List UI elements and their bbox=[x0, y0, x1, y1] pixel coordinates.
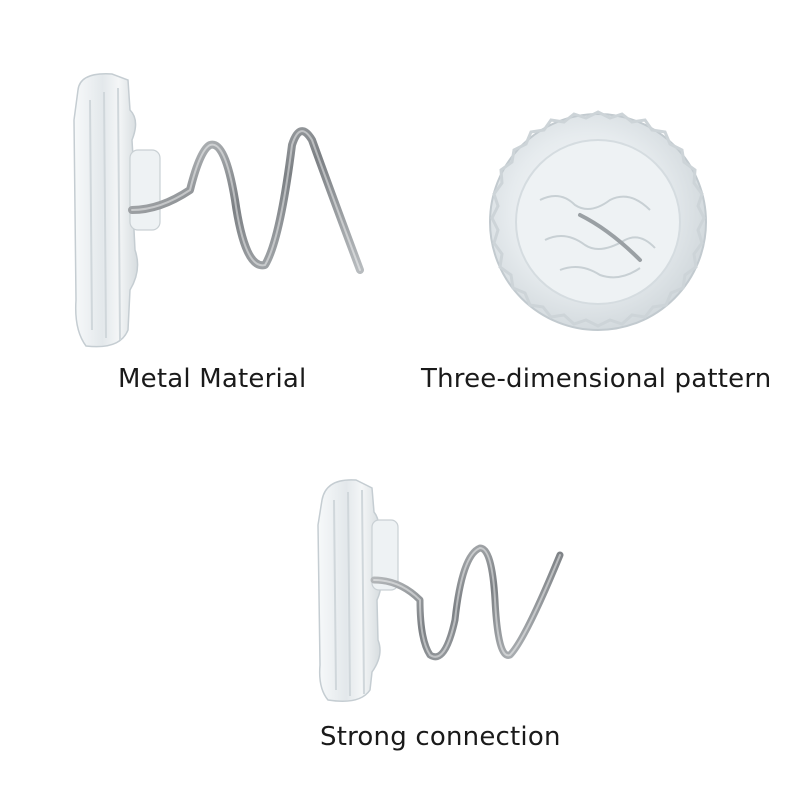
caption-metal-material: Metal Material bbox=[118, 364, 307, 394]
caption-strong-connection: Strong connection bbox=[320, 722, 561, 752]
pattern-disc-front-view bbox=[489, 110, 707, 331]
strong-connection-pin bbox=[317, 479, 564, 702]
caption-three-dimensional-pattern: Three-dimensional pattern bbox=[421, 364, 772, 394]
metal-pin-side-view bbox=[73, 73, 364, 348]
